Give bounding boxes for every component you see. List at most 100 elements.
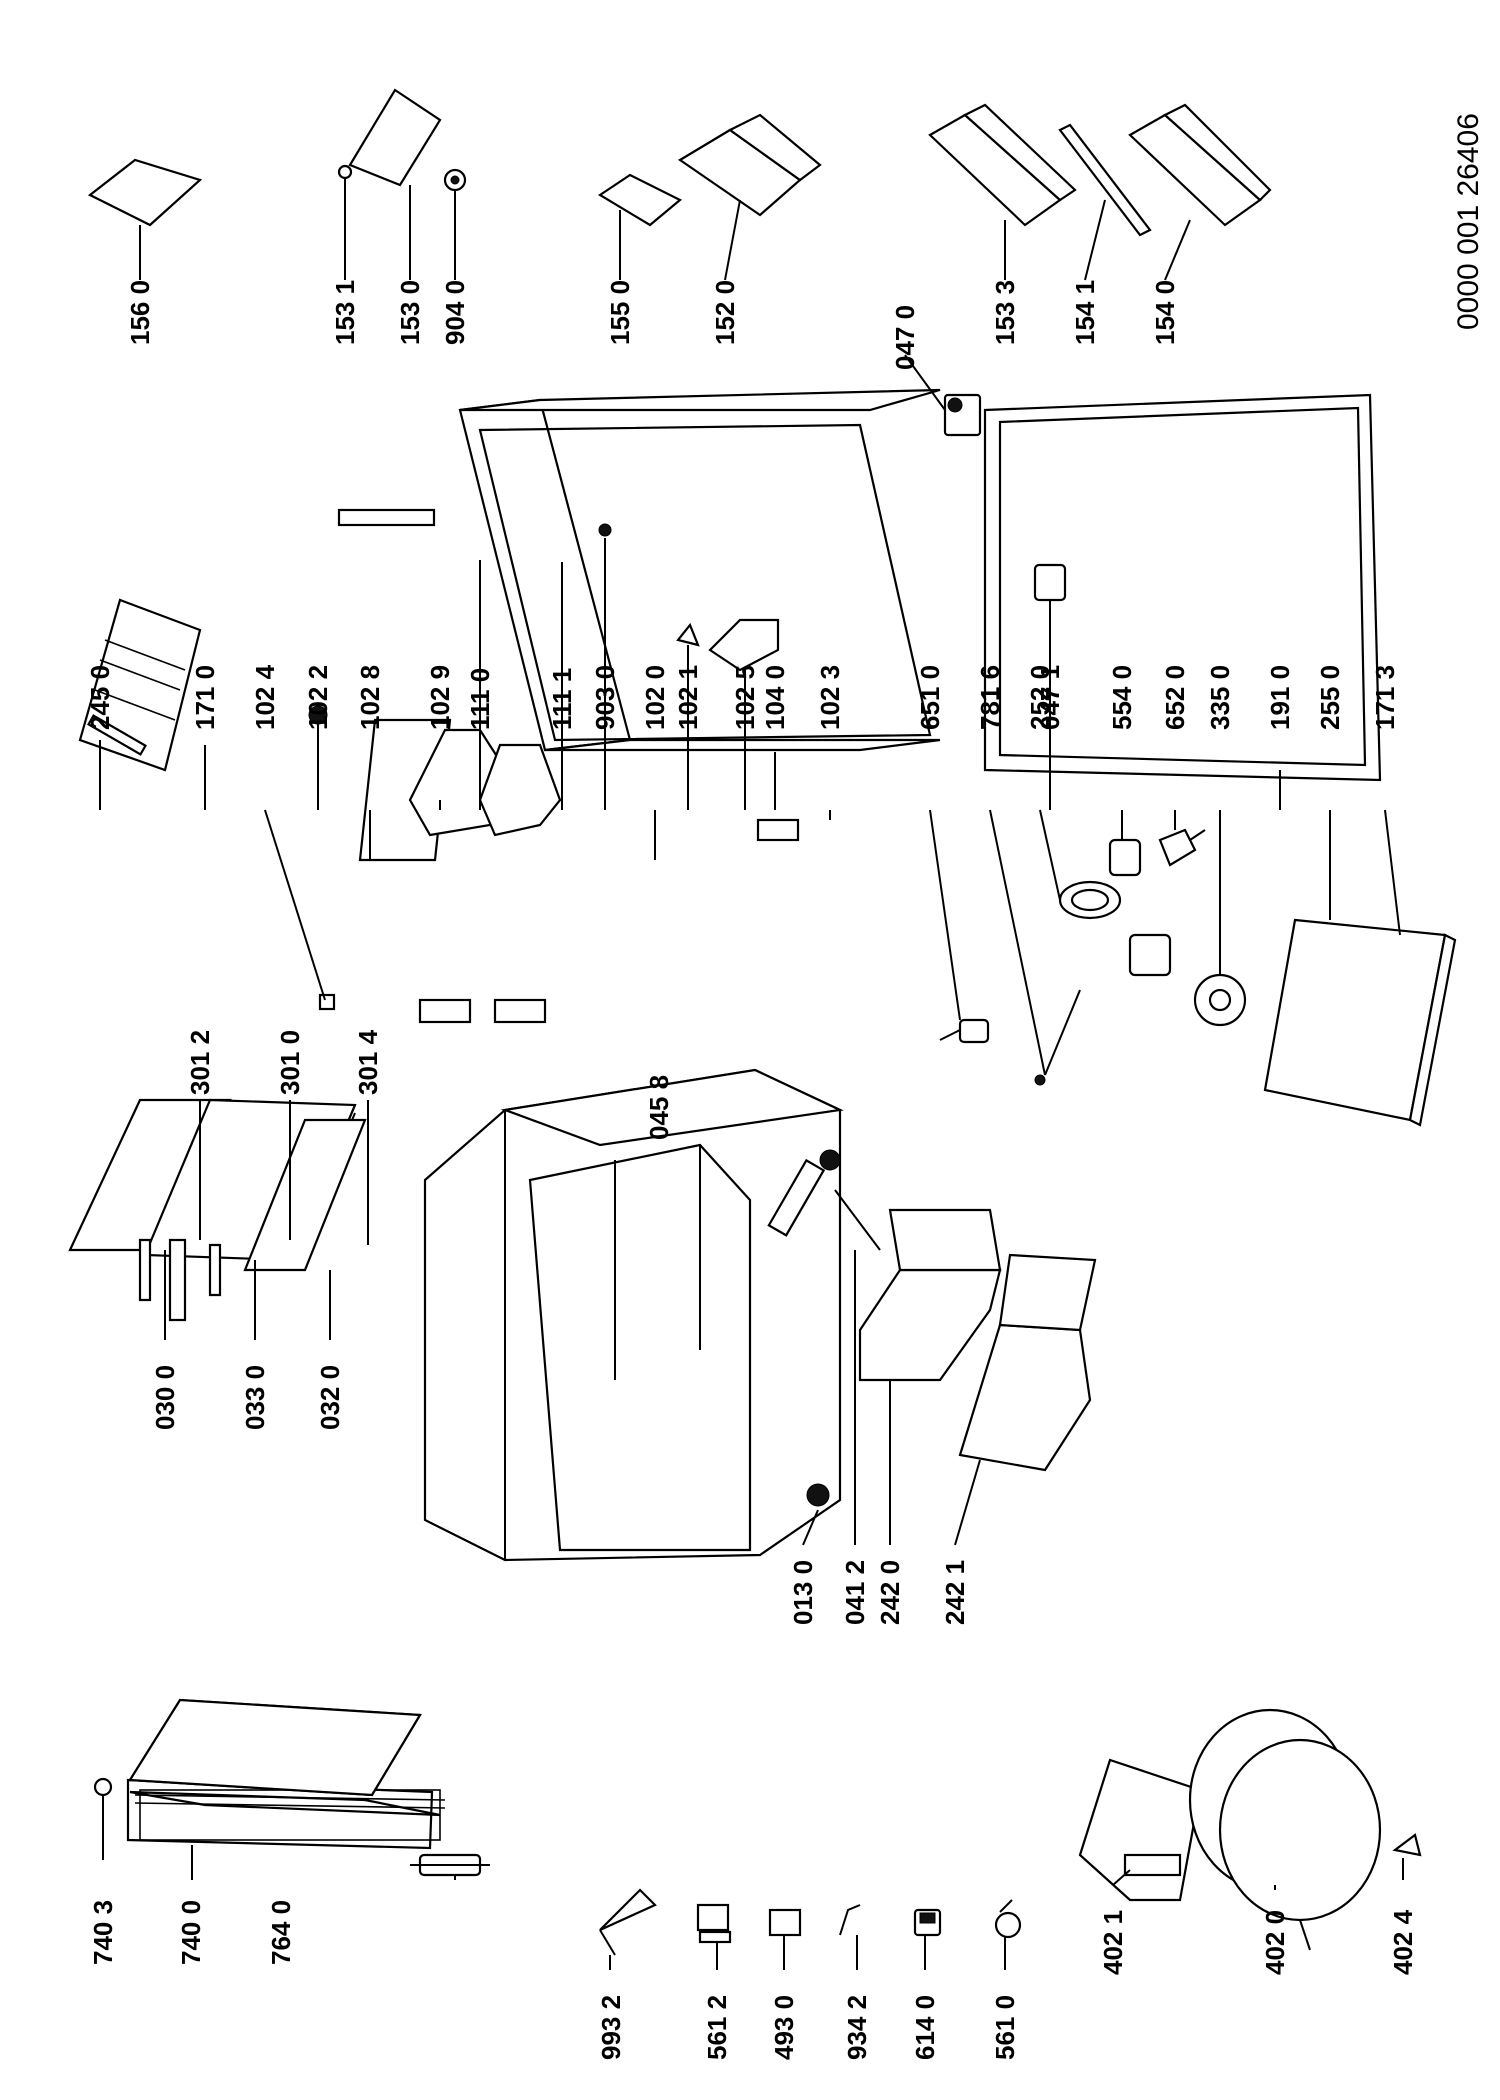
- label-033-0: 033 0: [240, 1365, 270, 1430]
- label-030-0: 030 0: [150, 1365, 180, 1430]
- label-652-0: 652 0: [1160, 665, 1190, 730]
- leader-lines: [99, 178, 1404, 1970]
- part-242-1-drawer: [958, 1253, 1097, 1472]
- label-154-1: 154 1: [1070, 280, 1100, 345]
- label-993-2: 993 2: [596, 1995, 626, 2060]
- label-013-0: 013 0: [788, 1560, 818, 1625]
- label-047-1: 047 1: [1035, 665, 1065, 730]
- label-102-9: 102 9: [425, 665, 455, 730]
- label-402-1: 402 1: [1098, 1910, 1128, 1975]
- part-903-0: [598, 523, 612, 537]
- label-102-5: 102 5: [730, 665, 760, 730]
- label-402-0: 402 0: [1260, 1910, 1290, 1975]
- part-041-2-hinge: [767, 1149, 881, 1251]
- part-493-0: [768, 1908, 802, 1937]
- label-614-0: 614 0: [910, 1995, 940, 2060]
- part-561-2: [696, 1903, 732, 1944]
- part-740-0-condenser: [126, 1698, 446, 1850]
- part-614-0: [913, 1908, 942, 1937]
- part-cabinet: [423, 1068, 844, 1562]
- part-labels: 740 3 740 0 764 0 993 2 561 2 493 0 934 …: [85, 113, 1485, 2060]
- part-781-6: [1034, 989, 1081, 1086]
- part-032-0-framed-shelf: [243, 1118, 367, 1272]
- label-032-0: 032 0: [315, 1365, 345, 1430]
- label-102-1: 102 1: [673, 665, 703, 730]
- label-740-0: 740 0: [176, 1900, 206, 1965]
- label-493-0: 493 0: [769, 1995, 799, 2060]
- label-402-4: 402 4: [1388, 1909, 1418, 1975]
- label-252-0: 252 0: [1025, 665, 1055, 730]
- label-171-0: 171 0: [190, 665, 220, 730]
- part-561-0: [994, 1899, 1022, 1939]
- part-013-0: [806, 1483, 830, 1507]
- part-402-0-compressor: [1188, 1708, 1382, 1951]
- label-102-3: 102 3: [815, 665, 845, 730]
- part-047-1: [1033, 563, 1067, 602]
- part-111-0-rail: [337, 508, 436, 527]
- part-301-strips: [138, 1238, 222, 1322]
- label-153-1: 153 1: [330, 280, 360, 345]
- part-740-3: [93, 1777, 113, 1797]
- part-154-1-strip: [1058, 123, 1152, 237]
- part-934-2: [839, 1904, 861, 1936]
- label-781-6: 781 6: [975, 665, 1005, 730]
- part-102-4: [318, 993, 336, 1011]
- part-651-0: [939, 1018, 990, 1044]
- label-561-2: 561 2: [702, 1995, 732, 2060]
- label-764-0: 764 0: [266, 1900, 296, 1965]
- part-191-0-gasket: [983, 393, 1382, 782]
- part-652-0: [1158, 828, 1206, 867]
- part-153-3-door-shelf: [928, 103, 1077, 227]
- part-554-0: [1108, 838, 1172, 977]
- label-154-0: 154 0: [1150, 280, 1180, 345]
- label-651-0: 651 0: [915, 665, 945, 730]
- label-301-4: 301 4: [353, 1029, 383, 1095]
- label-152-0: 152 0: [710, 280, 740, 345]
- part-154-0-door-shelf: [1128, 103, 1272, 227]
- label-740-3: 740 3: [88, 1900, 118, 1965]
- part-102-3: [756, 818, 800, 842]
- label-045-8: 045 8: [644, 1075, 674, 1140]
- part-252-0: [1058, 880, 1122, 920]
- label-301-2: 301 2: [185, 1030, 215, 1095]
- part-153-0-bottle-rack: [348, 88, 442, 187]
- label-255-0: 255 0: [1315, 665, 1345, 730]
- part-904-0: [443, 168, 467, 192]
- label-111-0: 111 0: [465, 668, 495, 730]
- label-554-0: 554 0: [1107, 665, 1137, 730]
- part-155-0-egg-tray: [597, 173, 682, 227]
- part-102-5: [708, 618, 780, 672]
- part-156-0-ice-tray: [87, 158, 203, 227]
- part-402-4: [1392, 1833, 1422, 1857]
- label-191-0: 191 0: [1265, 665, 1295, 730]
- label-111-1: 111 1: [547, 668, 577, 730]
- document-code: 0000 001 26406: [1452, 113, 1485, 330]
- label-102-4: 102 4: [250, 664, 280, 730]
- part-152-0-door-shelf: [677, 113, 822, 217]
- label-242-1: 242 1: [940, 1560, 970, 1625]
- part-104-0-door: [458, 388, 941, 752]
- label-104-0: 104 0: [760, 665, 790, 730]
- label-156-0: 156 0: [125, 280, 155, 345]
- part-993-2-cable: [599, 1888, 657, 1956]
- label-102-8: 102 8: [355, 665, 385, 730]
- label-245-0: 245 0: [85, 665, 115, 730]
- label-047-0: 047 0: [890, 305, 920, 370]
- label-301-0: 301 0: [275, 1030, 305, 1095]
- label-335-0: 335 0: [1205, 665, 1235, 730]
- part-171-0: [87, 714, 147, 756]
- label-903-0: 903 0: [590, 665, 620, 730]
- label-153-3: 153 3: [990, 280, 1020, 345]
- label-155-0: 155 0: [605, 280, 635, 345]
- part-102-0-panel: [478, 743, 562, 1024]
- label-934-2: 934 2: [842, 1995, 872, 2060]
- label-561-0: 561 0: [990, 1995, 1020, 2060]
- part-047-0-hinge: [943, 393, 982, 437]
- label-242-0: 242 0: [875, 1560, 905, 1625]
- part-764-0-drier: [410, 1853, 490, 1877]
- part-102-1: [676, 622, 700, 647]
- part-402-1-base: [1078, 1758, 1202, 1902]
- label-171-3: 171 3: [1370, 665, 1400, 730]
- part-242-0-drawer: [858, 1208, 1002, 1382]
